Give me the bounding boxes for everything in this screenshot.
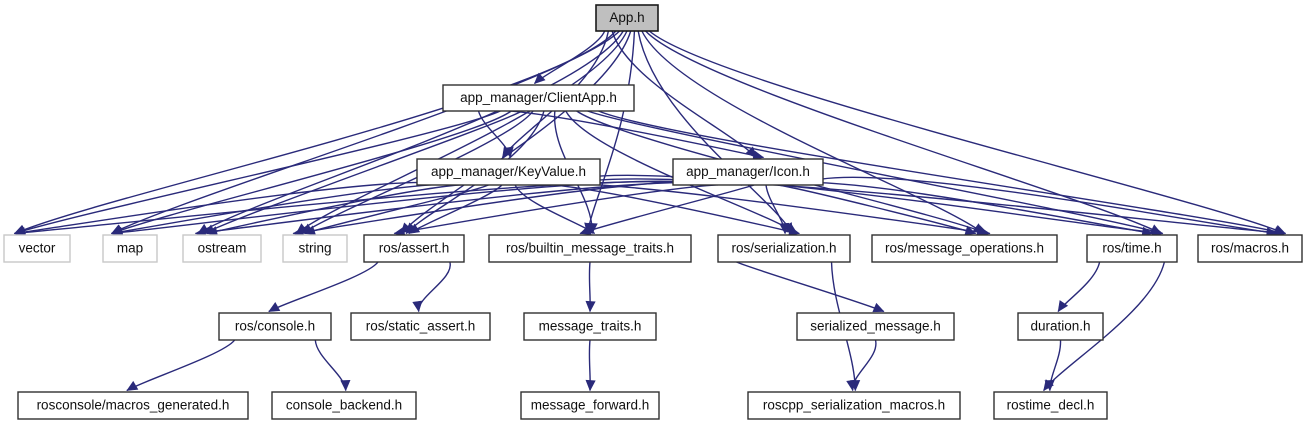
edge-clientapp-to-icon (489, 109, 764, 159)
edge-console-to-rosconsolemac (126, 339, 236, 392)
node-serialization[interactable]: ros/serialization.h (717, 234, 851, 263)
node-box-clientapp[interactable] (442, 84, 635, 112)
edge-arrowhead (534, 72, 546, 84)
edge-arrowhead (412, 300, 423, 313)
node-time[interactable]: ros/time.h (1086, 234, 1178, 263)
edge-arrowhead (503, 146, 514, 159)
node-box-keyvalue[interactable] (416, 158, 601, 186)
node-msgops[interactable]: ros/message_operations.h (871, 234, 1058, 263)
node-console[interactable]: ros/console.h (218, 312, 332, 341)
edge-clientapp-to-macros (598, 110, 1286, 235)
node-clientapp[interactable]: app_manager/ClientApp.h (442, 84, 635, 112)
node-box-msgtraits[interactable] (523, 312, 657, 341)
edge-icon-to-builtin (579, 184, 755, 235)
node-box-serializedmsg[interactable] (796, 312, 955, 341)
node-ostream[interactable]: ostream (182, 234, 262, 263)
edge-icon-to-macros (801, 176, 1277, 235)
node-box-assert[interactable] (363, 234, 465, 263)
node-staticassert[interactable]: ros/static_assert.h (350, 312, 491, 341)
node-map[interactable]: map (102, 234, 158, 263)
edges-layer (13, 30, 1287, 392)
node-duration[interactable]: duration.h (1017, 312, 1104, 341)
node-box-console[interactable] (218, 312, 332, 341)
node-box-macros[interactable] (1197, 234, 1303, 263)
edge-arrowhead (964, 225, 977, 236)
node-box-time[interactable] (1086, 234, 1178, 263)
node-box-msgforward[interactable] (520, 391, 660, 420)
edge-app-to-map (111, 30, 621, 235)
edge-keyvalue-to-builtin (514, 184, 595, 235)
edge-serialization-to-serializedmsg (736, 261, 885, 313)
edge-assert-to-console (268, 261, 379, 313)
edge-keyvalue-to-macros (568, 178, 1286, 235)
edge-arrowhead (340, 380, 351, 392)
node-box-msgops[interactable] (871, 234, 1058, 263)
edge-assert-to-staticassert (418, 261, 451, 312)
edge-icon-to-msgops (777, 184, 976, 235)
edge-app-to-time (645, 30, 1162, 235)
node-box-ostream[interactable] (182, 234, 262, 263)
node-box-consolebackend[interactable] (271, 391, 417, 420)
node-box-builtin[interactable] (488, 234, 692, 263)
node-builtin[interactable]: ros/builtin_message_traits.h (488, 234, 692, 263)
node-icon[interactable]: app_manager/Icon.h (672, 158, 824, 186)
node-roscppsermac[interactable]: roscpp_serialization_macros.h (747, 391, 961, 420)
node-consolebackend[interactable]: console_backend.h (271, 391, 417, 420)
edge-clientapp-to-vector (14, 110, 501, 235)
edge-clientapp-to-map (111, 110, 512, 235)
edge-arrowhead (846, 379, 857, 392)
edge-arrowhead (126, 380, 139, 391)
edge-app-to-ostream (197, 30, 624, 235)
edge-icon-to-map (111, 180, 707, 235)
node-box-duration[interactable] (1017, 312, 1104, 341)
edge-arrowhead (579, 225, 592, 235)
edge-keyvalue-to-serialization (528, 183, 800, 235)
edge-arrowhead (585, 300, 596, 313)
node-box-serialization[interactable] (717, 234, 851, 263)
edge-app-to-assert (400, 30, 632, 234)
edge-clientapp-to-time (587, 110, 1163, 235)
edge-keyvalue-to-time (554, 174, 1163, 235)
node-msgforward[interactable]: message_forward.h (520, 391, 660, 420)
node-app[interactable]: App.h (595, 4, 659, 32)
node-box-rosconsolemac[interactable] (17, 391, 249, 420)
edge-app-to-macros (648, 30, 1286, 235)
edge-console-to-consolebackend (314, 339, 347, 391)
node-box-rostimedecl[interactable] (993, 391, 1108, 420)
node-box-staticassert[interactable] (350, 312, 491, 341)
node-box-icon[interactable] (672, 158, 824, 186)
node-rostimedecl[interactable]: rostime_decl.h (993, 391, 1108, 420)
node-msgtraits[interactable]: message_traits.h (523, 312, 657, 341)
node-box-app[interactable] (595, 4, 659, 32)
node-box-vector[interactable] (3, 234, 71, 263)
node-serializedmsg[interactable]: serialized_message.h (796, 312, 955, 341)
edge-app-to-msgops (641, 30, 985, 235)
node-box-map[interactable] (102, 234, 158, 263)
node-box-string[interactable] (282, 234, 348, 263)
edge-arrowhead (268, 302, 281, 312)
edge-arrowhead (585, 379, 596, 392)
edge-arrowhead (779, 222, 790, 235)
edge-app-to-string (295, 30, 628, 235)
node-keyvalue[interactable]: app_manager/KeyValue.h (416, 158, 601, 186)
edge-arrowhead (872, 302, 885, 313)
node-macros[interactable]: ros/macros.h (1197, 234, 1303, 263)
node-assert[interactable]: ros/assert.h (363, 234, 465, 263)
node-rosconsolemac[interactable]: rosconsole/macros_generated.h (17, 391, 249, 420)
node-box-roscppsermac[interactable] (747, 391, 961, 420)
edge-app-to-vector (14, 30, 617, 235)
node-string[interactable]: string (282, 234, 348, 263)
edge-arrowhead (1044, 380, 1055, 392)
edge-app-to-builtin (586, 30, 636, 234)
edge-clientapp-to-ostream (203, 110, 523, 235)
edge-arrowhead (1057, 300, 1069, 313)
node-vector[interactable]: vector (3, 234, 71, 263)
